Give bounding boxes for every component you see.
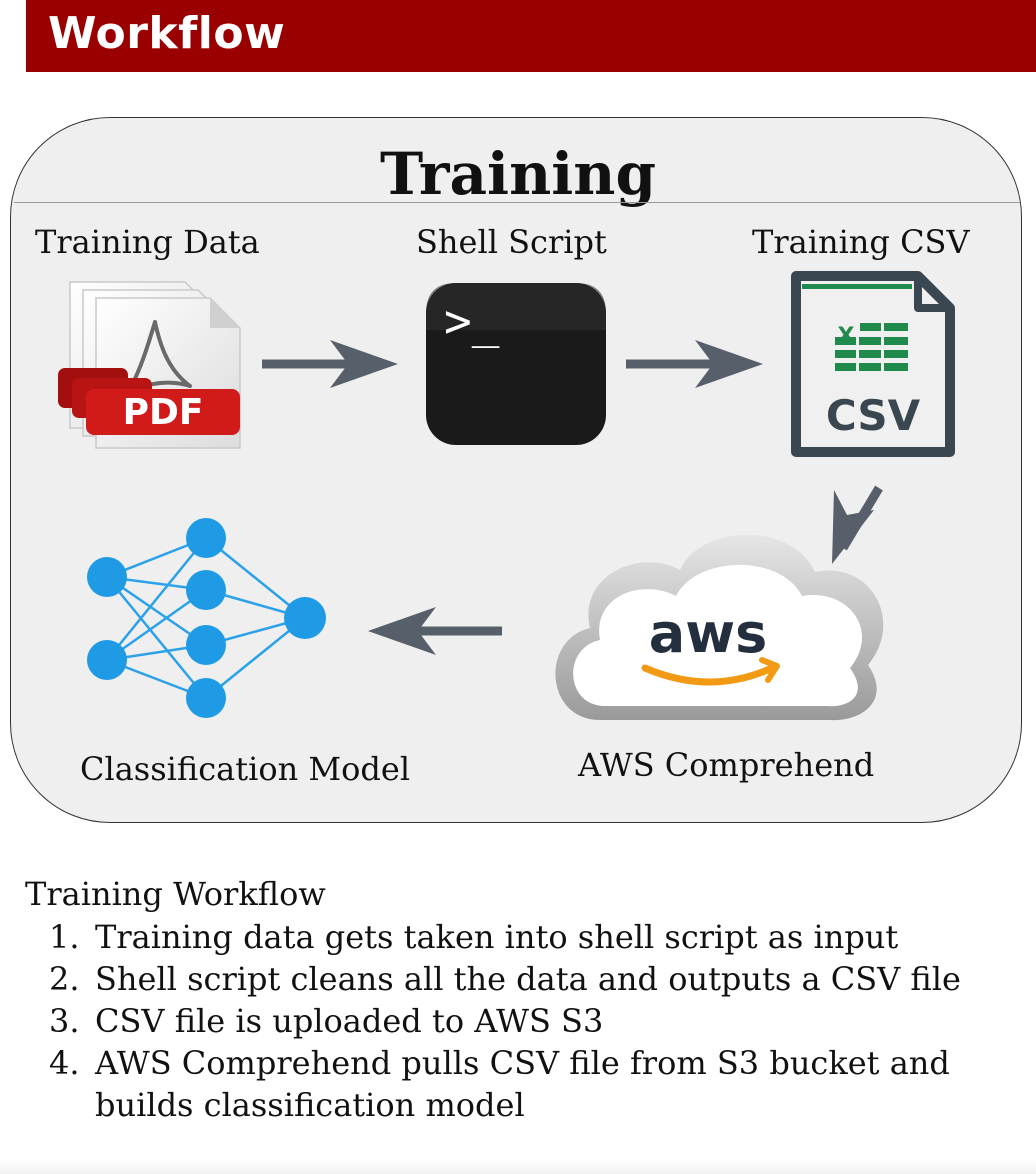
workflow-description: Training Workflow 1.Training data gets t… bbox=[25, 872, 995, 1126]
neural-network-icon bbox=[87, 518, 326, 718]
terminal-prompt: >_ bbox=[444, 294, 500, 348]
workflow-step: 4.AWS Comprehend pulls CSV file from S3 … bbox=[49, 1044, 950, 1124]
arrow-csv-to-aws bbox=[832, 485, 883, 564]
header-title: Workflow bbox=[48, 8, 286, 59]
workflow-step: 1.Training data gets taken into shell sc… bbox=[49, 918, 899, 956]
training-data-label: Training Data bbox=[35, 223, 260, 261]
workflow-heading: Training Workflow bbox=[25, 875, 326, 913]
page-bottom-edge bbox=[0, 1160, 1036, 1174]
header-bar: Workflow bbox=[26, 0, 1036, 72]
workflow-steps: 1.Training data gets taken into shell sc… bbox=[25, 916, 995, 1126]
pdf-files-icon: PDF bbox=[58, 281, 241, 449]
pdf-badge: PDF bbox=[123, 392, 204, 433]
aws-cloud-icon: aws bbox=[555, 534, 884, 721]
arrow-data-to-script bbox=[262, 340, 398, 388]
aws-logo-text: aws bbox=[649, 602, 767, 665]
csv-file-icon: X CSV bbox=[791, 271, 955, 457]
workflow-step: 3.CSV file is uploaded to AWS S3 bbox=[49, 1002, 604, 1040]
excel-mark: X bbox=[838, 324, 855, 349]
arrow-script-to-csv bbox=[626, 340, 763, 388]
arrow-aws-to-model bbox=[368, 607, 502, 655]
training-csv-label: Training CSV bbox=[752, 223, 970, 261]
diagram-title: Training bbox=[379, 140, 657, 208]
workflow-step: 2.Shell script cleans all the data and o… bbox=[49, 960, 961, 998]
title-divider bbox=[14, 202, 1020, 203]
terminal-icon: >_ bbox=[426, 283, 606, 445]
aws-comprehend-label: AWS Comprehend bbox=[578, 746, 875, 784]
shell-script-label: Shell Script bbox=[416, 223, 607, 261]
classification-model-label: Classification Model bbox=[80, 750, 411, 788]
csv-badge: CSV bbox=[826, 391, 921, 440]
